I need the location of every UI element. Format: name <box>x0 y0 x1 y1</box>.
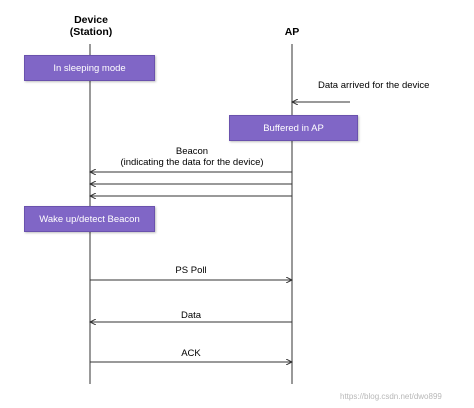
ap-title: AP <box>284 26 300 38</box>
beacon-label: Beacon (indicating the data for the devi… <box>100 146 284 168</box>
device-title-line2: (Station) <box>69 26 113 38</box>
wake-up-box: Wake up/detect Beacon <box>24 206 155 232</box>
device-title: Device (Station) <box>56 14 126 38</box>
data-arrived-label: Data arrived for the device <box>318 80 430 91</box>
beacon-label-line1: Beacon <box>175 146 209 157</box>
sleeping-mode-box: In sleeping mode <box>24 55 155 81</box>
buffered-in-ap-box: Buffered in AP <box>229 115 358 141</box>
data-label: Data <box>180 310 202 321</box>
watermark: https://blog.csdn.net/dwo899 <box>340 392 442 401</box>
ack-label: ACK <box>181 348 201 359</box>
beacon-label-line2: (indicating the data for the device) <box>120 157 264 168</box>
ps-poll-label: PS Poll <box>175 265 207 276</box>
device-title-line1: Device <box>74 14 108 26</box>
